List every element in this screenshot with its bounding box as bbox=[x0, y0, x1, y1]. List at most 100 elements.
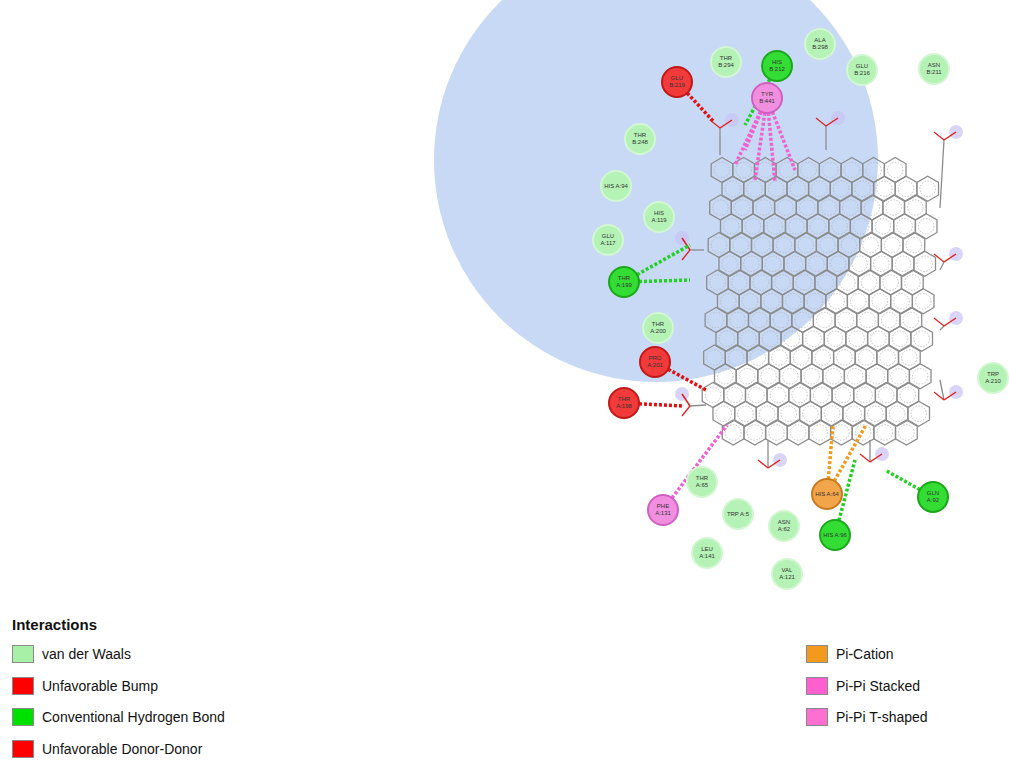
aromatic-ring bbox=[722, 256, 738, 272]
aromatic-ring bbox=[714, 162, 730, 178]
aromatic-ring bbox=[733, 237, 749, 253]
aromatic-ring bbox=[815, 350, 831, 366]
residue-circle: GLU A:117 bbox=[592, 224, 624, 256]
residue-circle: VAL A:121 bbox=[771, 558, 803, 590]
aromatic-ring bbox=[749, 387, 765, 403]
aromatic-ring bbox=[804, 369, 820, 385]
binding-sphere bbox=[434, 0, 878, 382]
aromatic-ring bbox=[790, 181, 806, 197]
legend-swatch bbox=[12, 645, 34, 663]
aromatic-ring bbox=[756, 200, 772, 216]
ring bbox=[722, 420, 744, 445]
ring bbox=[896, 420, 918, 445]
aromatic-ring bbox=[806, 331, 822, 347]
ring bbox=[787, 420, 809, 445]
residue-label: PRO A:201 bbox=[643, 355, 667, 369]
aromatic-ring bbox=[809, 256, 825, 272]
aromatic-ring bbox=[705, 387, 721, 403]
hydroxyl bbox=[934, 318, 944, 326]
aromatic-ring bbox=[895, 256, 911, 272]
aromatic-ring bbox=[833, 181, 849, 197]
ring bbox=[744, 420, 766, 445]
residue-circle: THR B:294 bbox=[710, 46, 742, 78]
aromatic-ring bbox=[818, 275, 834, 291]
legend-text: van der Waals bbox=[42, 646, 131, 662]
aromatic-ring bbox=[803, 406, 819, 422]
aromatic-ring bbox=[821, 200, 837, 216]
aromatic-ring bbox=[874, 256, 890, 272]
aromatic-ring bbox=[739, 369, 755, 385]
aromatic-ring bbox=[718, 369, 734, 385]
aromatic-ring bbox=[727, 387, 743, 403]
aromatic-ring bbox=[764, 294, 780, 310]
residue-label: HIS A:119 bbox=[647, 210, 671, 224]
aromatic-ring bbox=[799, 200, 815, 216]
residue-circle: HIS A:94 bbox=[600, 170, 632, 202]
aromatic-ring bbox=[784, 331, 800, 347]
aromatic-ring bbox=[920, 181, 936, 197]
legend-swatch bbox=[12, 677, 34, 695]
aromatic-ring bbox=[747, 181, 763, 197]
hydroxyl bbox=[758, 460, 768, 468]
aromatic-ring bbox=[906, 237, 922, 253]
ring bbox=[874, 420, 896, 445]
aromatic-ring bbox=[741, 331, 757, 347]
aromatic-ring bbox=[752, 312, 768, 328]
aromatic-ring bbox=[857, 387, 873, 403]
aromatic-ring bbox=[892, 331, 908, 347]
residue-circle: THR A:198 bbox=[608, 387, 640, 419]
aromatic-ring bbox=[883, 275, 899, 291]
residue-label: TYR B:441 bbox=[755, 91, 779, 105]
aromatic-ring bbox=[897, 219, 913, 235]
aromatic-ring bbox=[778, 200, 794, 216]
residue-label: ASN B:211 bbox=[922, 62, 946, 76]
bond bbox=[719, 128, 720, 155]
aromatic-ring bbox=[792, 387, 808, 403]
aromatic-ring bbox=[844, 162, 860, 178]
residue-label: THR B:294 bbox=[714, 55, 738, 69]
aromatic-ring bbox=[724, 219, 740, 235]
aromatic-ring bbox=[917, 256, 933, 272]
residue-label: LEU A:141 bbox=[695, 546, 719, 560]
aromatic-ring bbox=[852, 256, 868, 272]
legend-swatch bbox=[12, 708, 34, 726]
aromatic-ring bbox=[832, 219, 848, 235]
carbonyl bbox=[720, 120, 732, 128]
aromatic-ring bbox=[772, 350, 788, 366]
residue-label: HIS A:64 bbox=[815, 491, 839, 498]
aromatic-ring bbox=[810, 219, 826, 235]
aromatic-ring bbox=[878, 387, 894, 403]
residue-circle: ASN B:211 bbox=[918, 53, 950, 85]
aromatic-ring bbox=[725, 181, 741, 197]
residue-circle: ALA B:298 bbox=[804, 28, 836, 60]
residue-label: THR A:200 bbox=[646, 321, 670, 335]
aromatic-ring bbox=[716, 406, 732, 422]
residue-label: THR B:248 bbox=[628, 132, 652, 146]
aromatic-ring bbox=[767, 219, 783, 235]
aromatic-ring bbox=[781, 406, 797, 422]
aromatic-ring bbox=[744, 256, 760, 272]
aromatic-ring bbox=[875, 219, 891, 235]
residue-circle: GLU B:219 bbox=[661, 66, 693, 98]
graphene-sheet bbox=[702, 158, 938, 446]
aromatic-ring bbox=[843, 200, 859, 216]
aromatic-ring bbox=[776, 237, 792, 253]
aromatic-ring bbox=[817, 312, 833, 328]
carbonyl bbox=[944, 254, 956, 262]
residue-circle: THR B:248 bbox=[624, 123, 656, 155]
aromatic-ring bbox=[823, 162, 839, 178]
aromatic-ring bbox=[731, 275, 747, 291]
aromatic-ring bbox=[730, 312, 746, 328]
aromatic-ring bbox=[853, 219, 869, 235]
residue-label: VAL A:121 bbox=[775, 567, 799, 581]
hydroxyl bbox=[934, 132, 944, 140]
aromatic-ring bbox=[728, 350, 744, 366]
residue-circle: HIS A:119 bbox=[643, 201, 675, 233]
legend-swatch bbox=[806, 645, 828, 663]
aromatic-ring bbox=[841, 237, 857, 253]
hydroxyl bbox=[816, 118, 826, 126]
residue-circle: HIS A:96 bbox=[819, 519, 851, 551]
aromatic-ring bbox=[787, 256, 803, 272]
carboxyl-groups bbox=[675, 111, 963, 468]
